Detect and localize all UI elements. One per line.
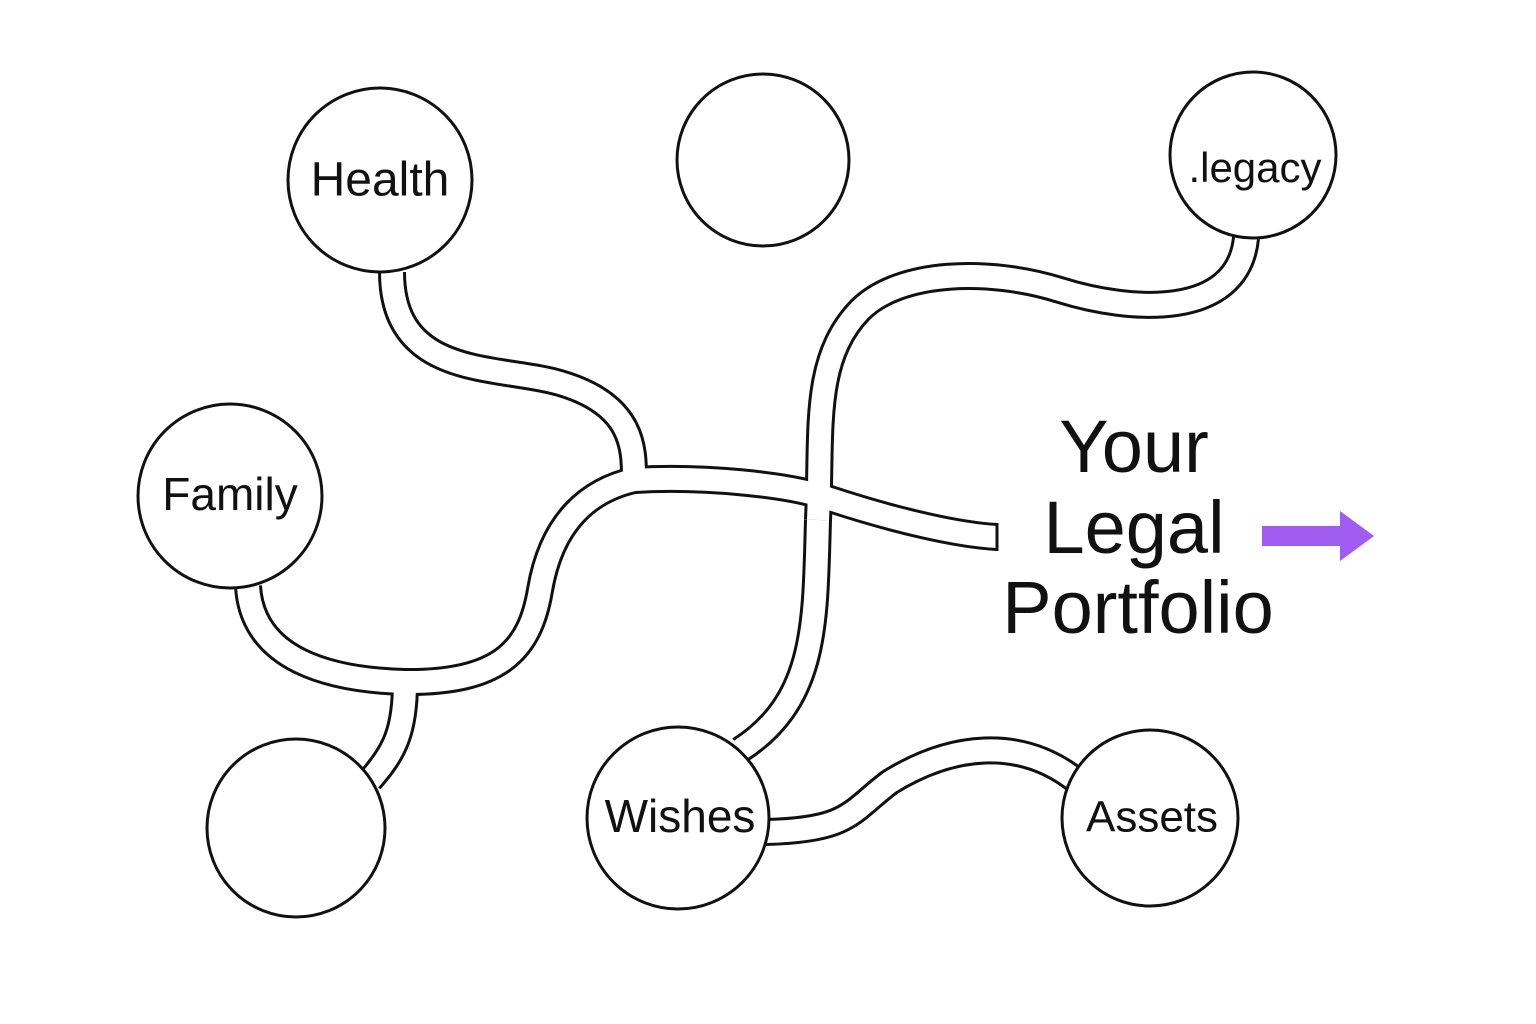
node-wishes-label: Wishes xyxy=(605,790,756,842)
node-assets-circle xyxy=(1060,728,1240,908)
title-line-1: Your xyxy=(1059,405,1209,488)
node-family-circle xyxy=(136,402,324,590)
nodes xyxy=(136,70,1338,919)
node-wishes-circle xyxy=(585,725,771,911)
node-assets-label: Assets xyxy=(1086,793,1218,842)
title-line-3: Portfolio xyxy=(1002,566,1273,649)
node-family-label: Family xyxy=(162,468,297,520)
node-health-circle xyxy=(286,86,474,274)
node-health-label: Health xyxy=(311,154,450,207)
page-title: Your Legal Portfolio xyxy=(1002,405,1273,649)
right-arrow-icon xyxy=(1262,511,1374,561)
node-legacy-circle xyxy=(1168,70,1338,240)
title-line-2: Legal xyxy=(1043,486,1224,569)
node-empty-bottom-left-circle xyxy=(205,737,387,919)
node-labels: Health .legacy Family Wishes Assets xyxy=(162,144,1321,842)
node-empty-top-circle xyxy=(675,72,851,248)
connectors xyxy=(234,235,1260,846)
node-legacy-label: .legacy xyxy=(1188,144,1321,191)
